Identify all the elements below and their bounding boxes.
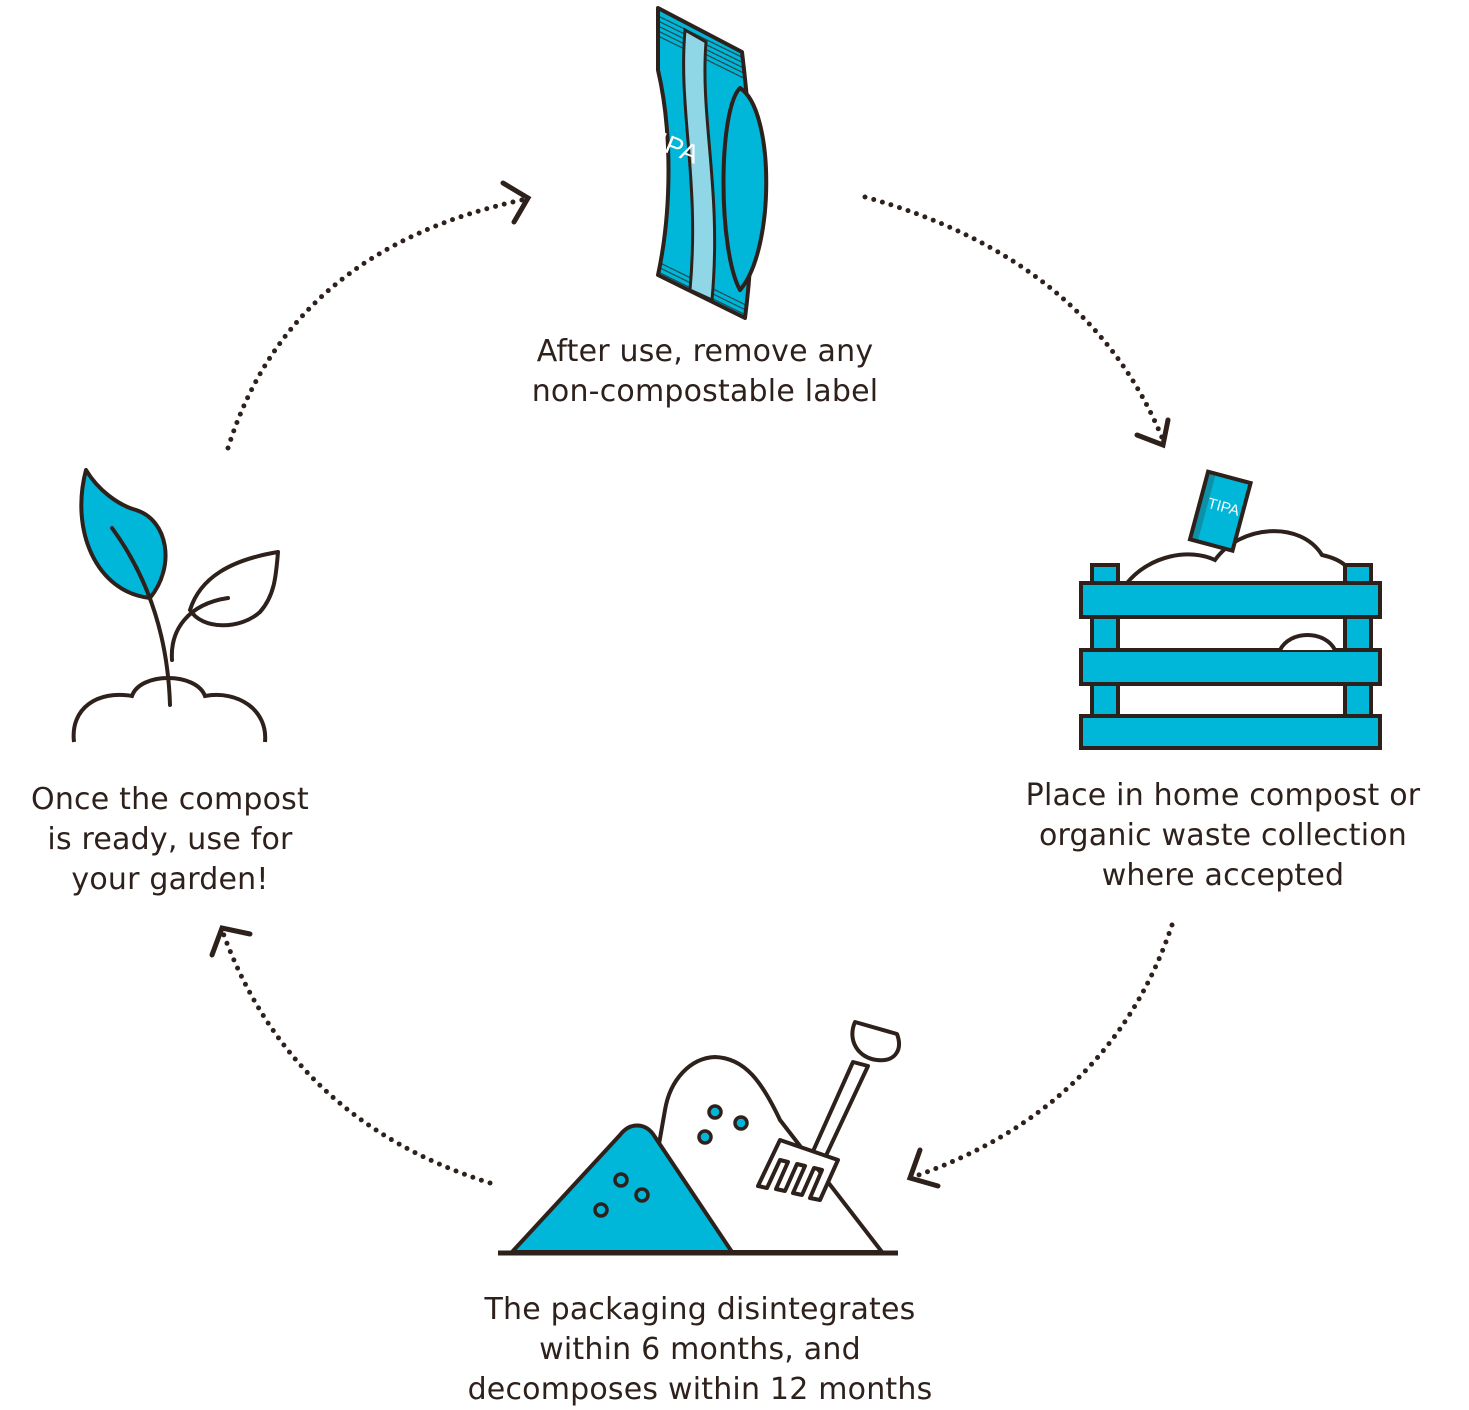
label-line: Place in home compost or [1025, 778, 1421, 813]
compost-pile-pitchfork-icon [498, 1020, 901, 1256]
label-line: is ready, use for [47, 822, 293, 857]
step-label-place-in-compost: Place in home compost or organic waste c… [978, 776, 1468, 896]
label-line: After use, remove any [536, 334, 874, 369]
package-pouch-icon: TIPA [638, 6, 769, 320]
label-line: organic waste collection [1038, 818, 1407, 853]
label-line: your garden! [71, 862, 269, 897]
label-line: within 6 months, and [539, 1332, 861, 1367]
compost-crate-icon: TIPA [1079, 469, 1382, 750]
sprout-plant-icon [71, 468, 280, 743]
arrow-right-to-bottom [906, 922, 1175, 1189]
step-label-disintegrates: The packaging disintegrates within 6 mon… [410, 1290, 990, 1410]
arrow-top-to-right [862, 194, 1171, 449]
arrow-bottom-to-left [209, 925, 493, 1186]
label-line: decomposes within 12 months [467, 1372, 933, 1407]
label-line: The packaging disintegrates [484, 1292, 916, 1327]
step-label-remove-label: After use, remove any non-compostable la… [440, 332, 970, 412]
label-line: non-compostable label [531, 374, 879, 409]
arrow-left-to-top [225, 180, 532, 451]
label-line: where accepted [1101, 858, 1345, 893]
step-label-use-for-garden: Once the compost is ready, use for your … [0, 780, 340, 900]
label-line: Once the compost [31, 782, 309, 817]
